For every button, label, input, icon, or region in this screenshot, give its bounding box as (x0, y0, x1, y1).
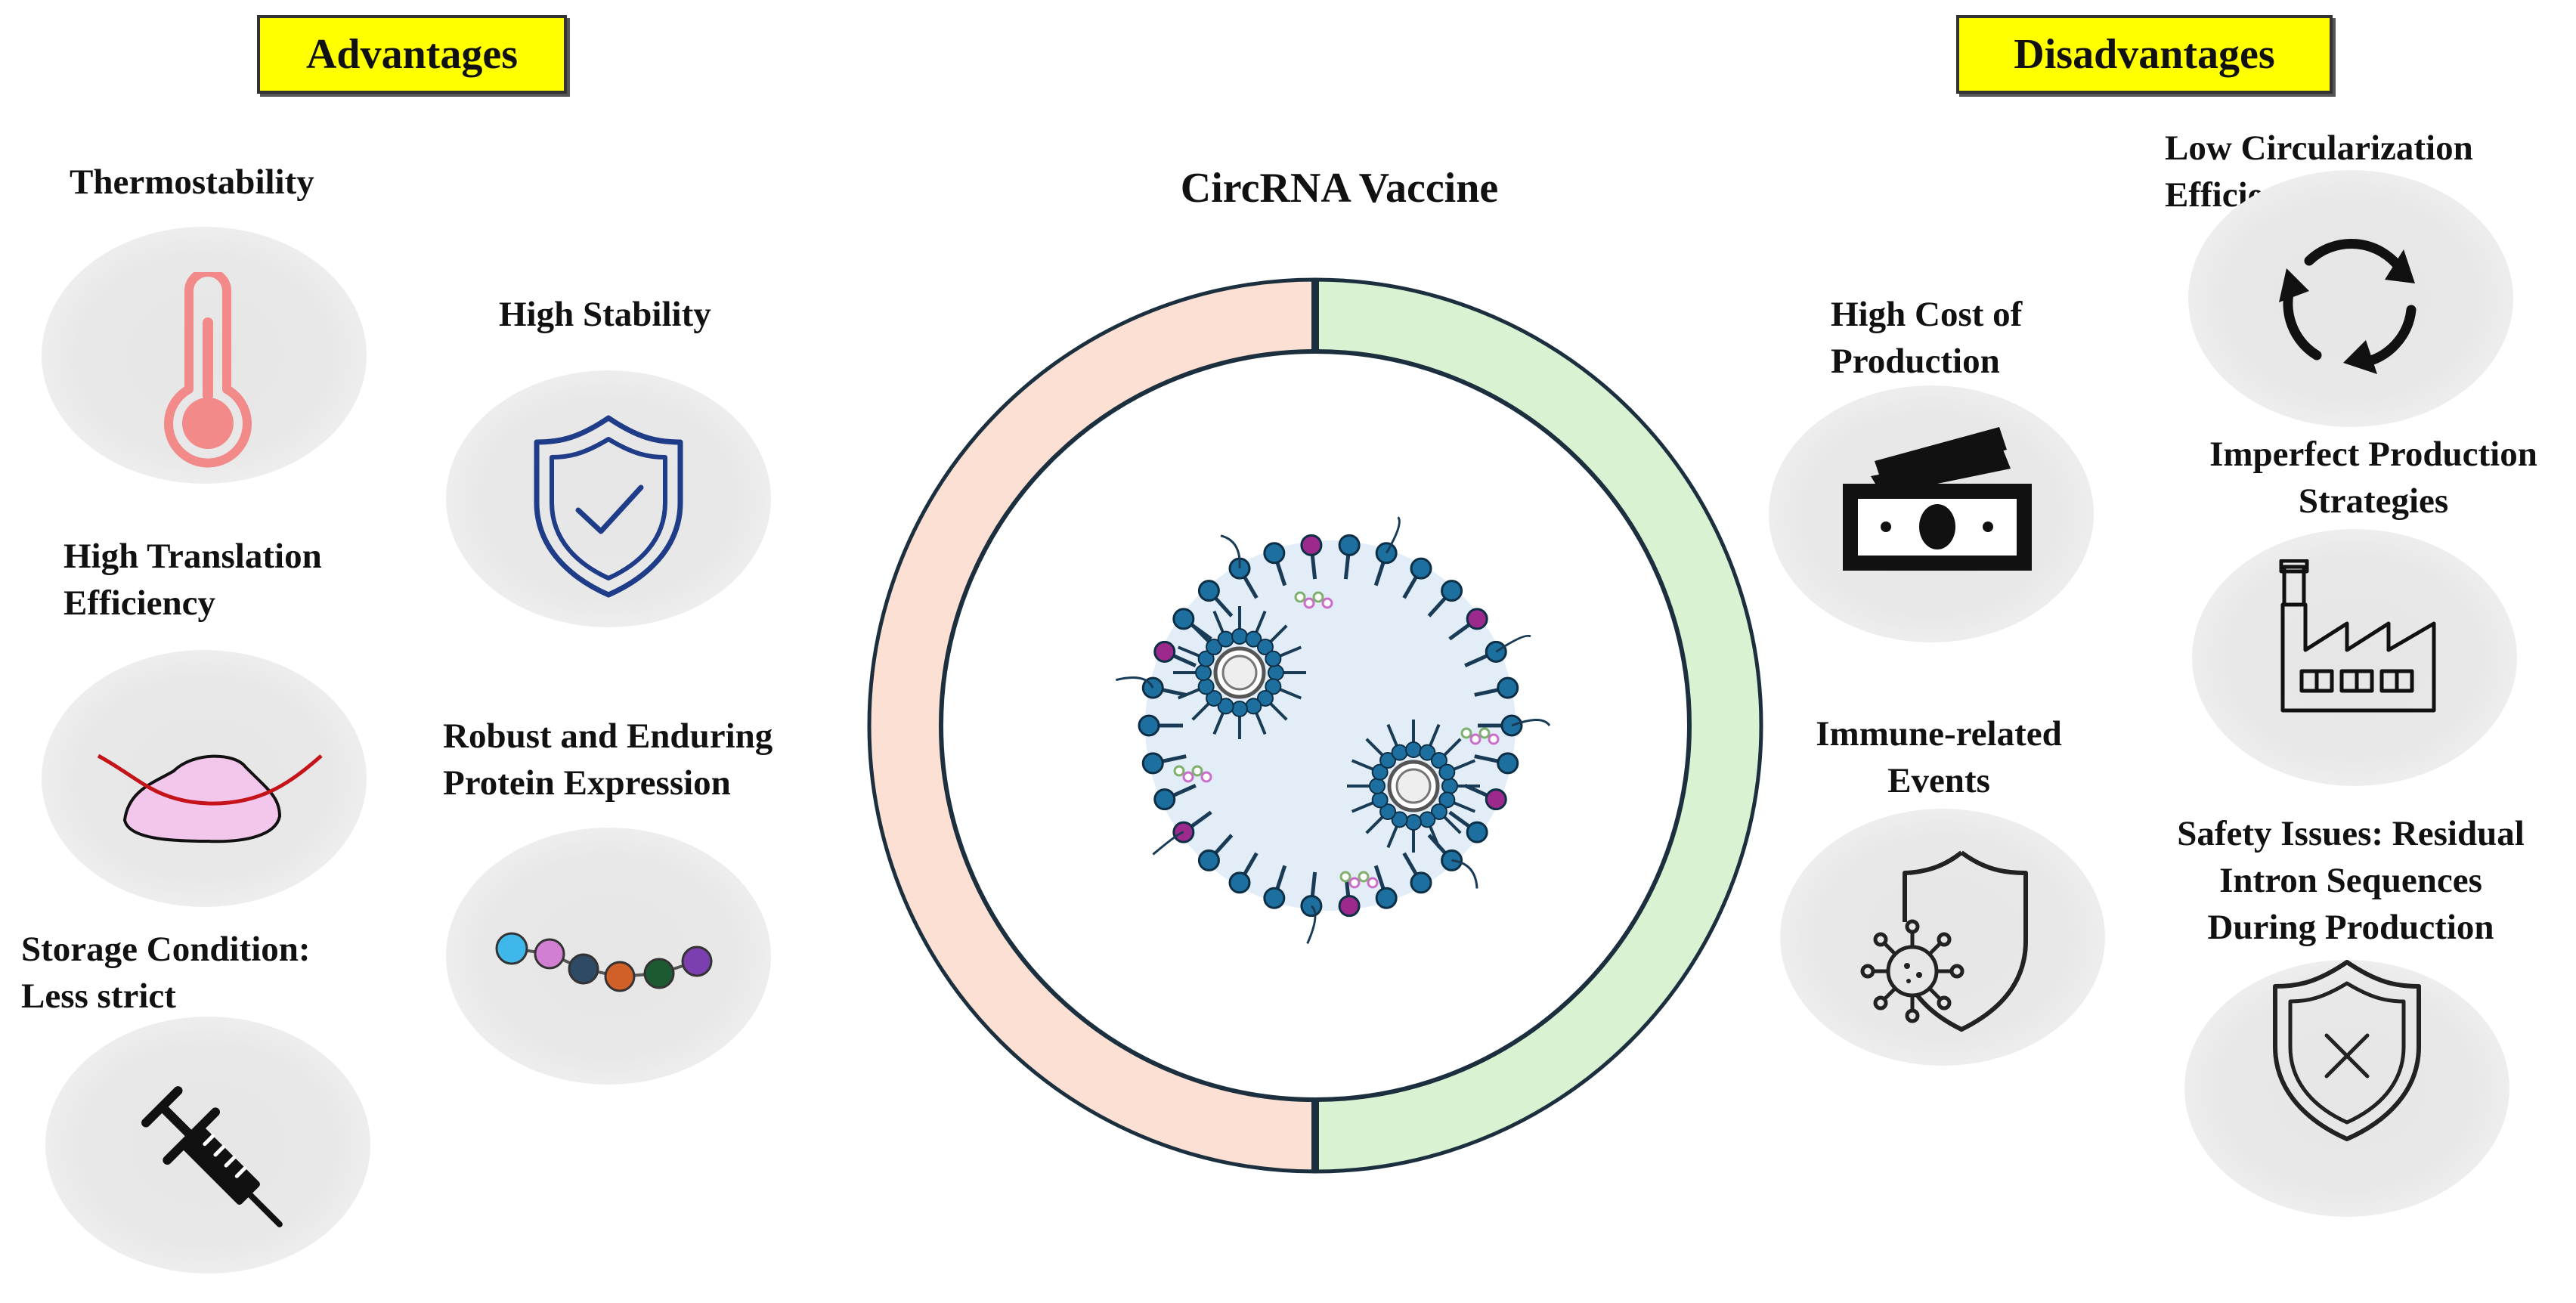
immune-label-line1: Immune-related (1816, 714, 2062, 754)
storage-label-line2: Less strict (21, 976, 176, 1016)
translation-label-line2: Efficiency (63, 583, 215, 623)
storage-label-line1: Storage Condition: (21, 930, 311, 969)
strategies-label-line1: Imperfect Production (2209, 435, 2537, 474)
advantages-header: Advantages (257, 15, 567, 94)
disadvantages-header-label: Disadvantages (2014, 31, 2275, 78)
advantages-header-label: Advantages (305, 31, 519, 78)
factory-icon (2275, 559, 2441, 718)
protein-chain-icon (491, 930, 718, 998)
thermometer-icon (159, 272, 257, 469)
immune-blob (1780, 809, 2105, 1066)
cost-label-line2: Production (1831, 342, 2000, 381)
ribosome-mrna-icon (94, 737, 329, 850)
high-stability-label: High Stability (499, 295, 711, 334)
shield-check-icon (529, 412, 688, 601)
high-stability-blob (446, 370, 771, 627)
syringe-icon (128, 1073, 302, 1247)
money-icon (1837, 423, 2041, 574)
thermostability-label: Thermostability (70, 162, 314, 202)
virus-shield-icon (1856, 846, 2037, 1035)
circularization-blob (2188, 170, 2513, 427)
translation-label-line1: High Translation (63, 537, 322, 576)
safety-label-line1: Safety Issues: Residual (2177, 814, 2525, 853)
disadvantages-header: Disadvantages (1956, 15, 2333, 94)
cost-label-line1: High Cost of (1831, 295, 2023, 334)
immune-label-line2: Events (1887, 761, 1990, 800)
strategies-blob (2192, 529, 2517, 786)
safety-blob (2184, 960, 2509, 1217)
lipid-nanoparticle-illustration (1073, 484, 1587, 967)
circular-arrows-icon (2271, 227, 2430, 378)
safety-label-line3: During Production (2207, 908, 2494, 947)
protein-label-line1: Robust and Enduring (443, 716, 773, 756)
strategies-label-line2: Strategies (2298, 481, 2449, 521)
shield-x-icon (2268, 956, 2426, 1145)
protein-label-line2: Protein Expression (443, 763, 731, 803)
safety-label-line2: Intron Sequences (2219, 861, 2482, 900)
center-title: CircRNA Vaccine (1180, 165, 1499, 212)
circularization-label-line1: Low Circularization (2165, 128, 2473, 168)
